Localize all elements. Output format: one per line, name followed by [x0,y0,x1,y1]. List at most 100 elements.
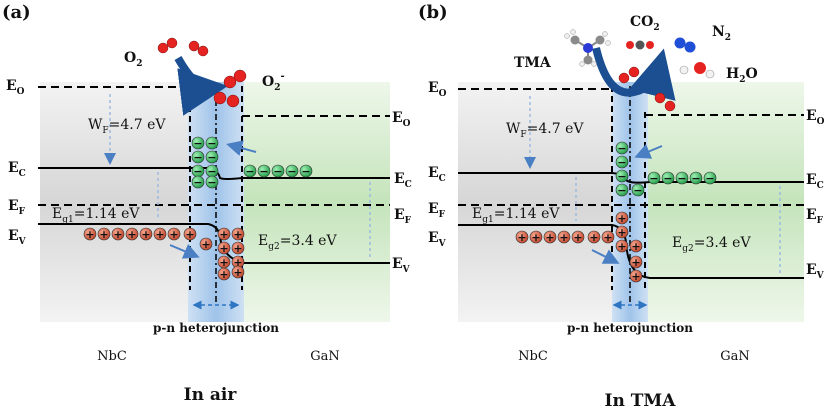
molecules-layer [157,29,715,112]
labels-panel-a: (a) O2 O2- EO EO EC EC EF EF EV EV WF=4.… [2,2,412,405]
electron: − [661,171,675,185]
svg-text:+: + [141,228,150,241]
electron: − [205,175,219,189]
nbc-region [40,82,192,322]
svg-text:+: + [99,228,108,241]
hole: + [139,227,153,241]
svg-text:+: + [631,256,640,269]
svg-text:−: − [207,151,216,164]
electron: − [299,164,313,178]
hole: + [167,227,181,241]
hole: + [125,227,139,241]
oxygen-atom [654,92,666,104]
ec-label-right: EC [806,172,824,191]
svg-text:−: − [649,172,658,185]
electron: − [285,164,299,178]
svg-text:−: − [617,156,626,169]
eo-label-left: EO [428,80,447,99]
svg-text:−: − [273,165,282,178]
o2-molecule [166,37,178,49]
eg2-label: Eg2=3.4 eV [672,235,751,254]
svg-text:−: − [691,172,700,185]
svg-text:−: − [193,165,202,178]
n2-molecule [674,37,696,53]
eo-label-left: EO [6,78,25,97]
junction-label: p-n heterojunction [153,321,279,335]
svg-text:−: − [617,170,626,183]
ev-label-right: EV [806,262,825,281]
svg-text:+: + [169,228,178,241]
electron: − [271,164,285,178]
svg-text:+: + [559,231,568,244]
panel-a [38,56,390,322]
svg-text:+: + [531,231,540,244]
panel-caption: In TMA [605,391,677,410]
svg-text:+: + [233,266,242,279]
gan-region [642,82,804,322]
work-function-label: WF=4.7 eV [88,117,166,136]
work-function-label: WF=4.7 eV [506,121,584,140]
svg-text:+: + [233,256,242,269]
hole: + [217,227,231,241]
left-material-label: NbC [518,349,548,364]
o2-molecule [188,40,200,52]
svg-text:+: + [233,242,242,255]
hole: + [571,230,585,244]
svg-text:−: − [617,142,626,155]
o2-label: O2 [124,50,142,69]
eg1-label: Eg1=1.14 eV [52,206,140,225]
ev-label-left: EV [8,228,27,247]
tma-molecule [564,29,611,67]
hole: + [629,239,643,253]
svg-text:+: + [155,228,164,241]
ec-label-left: EC [8,160,26,179]
svg-text:+: + [85,228,94,241]
hole: + [615,239,629,253]
left-material-label: NbC [97,349,127,364]
electron: − [191,136,205,150]
electron: − [675,171,689,185]
electron: − [615,141,629,155]
svg-text:+: + [589,231,598,244]
svg-text:−: − [193,137,202,150]
svg-text:−: − [663,172,672,185]
right-material-label: GaN [720,349,750,364]
tma-label: TMA [514,55,552,71]
electron: − [191,150,205,164]
labels-panel-b: (b) TMA CO2 N2 H2O EO EO EC EC EF EF EV … [418,2,825,410]
electron: − [615,183,629,197]
svg-text:+: + [603,231,612,244]
panel-b [458,47,804,322]
eo-label-right: EO [806,108,825,127]
ec-label-right: EC [394,171,412,190]
co2-molecule [626,40,654,50]
h2o-label: H2O [726,66,758,85]
svg-text:+: + [617,212,626,225]
panel-tag-b: (b) [418,2,448,23]
gan-region [240,82,390,322]
svg-text:+: + [631,240,640,253]
svg-text:−: − [207,137,216,150]
electron: − [689,171,703,185]
hole: + [557,230,571,244]
panel-caption: In air [184,385,238,405]
right-material-label: GaN [310,349,340,364]
hole: + [183,227,197,241]
hole: + [199,237,213,251]
hole: + [629,269,643,283]
o2-molecule [197,45,209,57]
oxygen-atom [628,66,640,78]
electron: − [205,150,219,164]
co2-label: CO2 [630,14,660,33]
svg-text:−: − [287,165,296,178]
svg-text:+: + [185,228,194,241]
oxygen-atom [664,100,676,112]
svg-text:−: − [207,176,216,189]
hole: + [529,230,543,244]
svg-text:−: − [617,184,626,197]
electron: − [243,164,257,178]
svg-text:−: − [245,165,254,178]
electron: − [191,175,205,189]
eg2-label: Eg2=3.4 eV [258,233,337,252]
oxygen-atom [618,72,630,84]
